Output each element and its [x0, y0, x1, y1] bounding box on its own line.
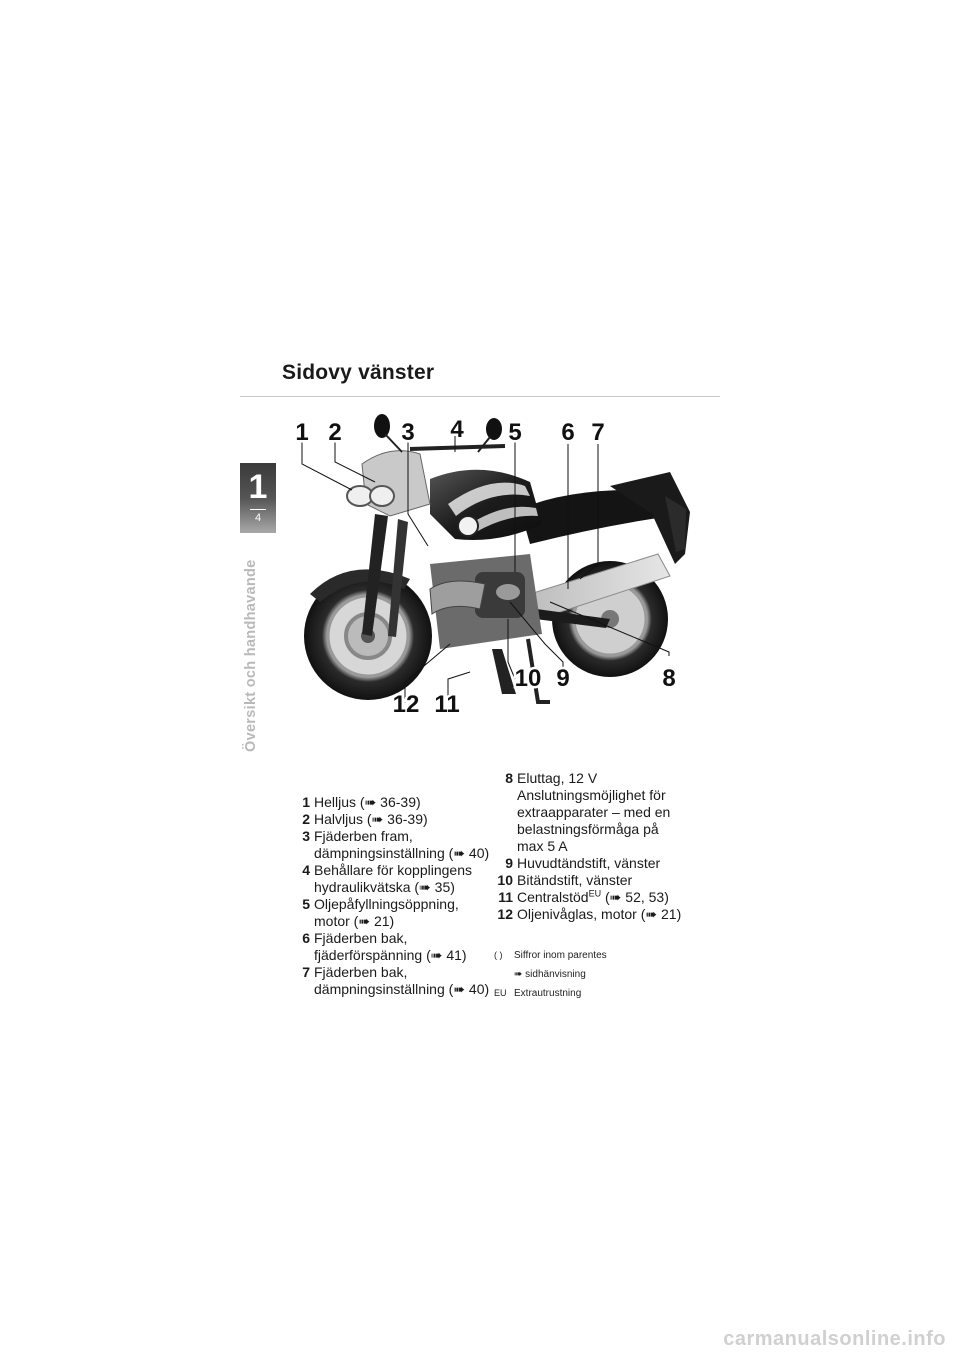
- legend-right: 8 Eluttag, 12 V Anslutningsmöjlighet för…: [483, 770, 681, 923]
- legend-text: Behållare för kopplingens: [314, 862, 472, 878]
- legend-text: Anslutningsmöjlighet för: [517, 787, 666, 803]
- legend-text: Huvudtändstift, vänster: [517, 855, 661, 871]
- legend-text: Helljus (➠ 36-39): [314, 794, 421, 810]
- callout-9: 9: [556, 665, 569, 692]
- legend-text-main: Centralstöd: [517, 889, 589, 905]
- chapter-tab-divider: [250, 509, 266, 510]
- legend-item: 10 Bitändstift, vänster: [483, 872, 681, 889]
- motorcycle-photo: 1 2 3 4 5 6 7 8 9 10 11 12: [293, 414, 690, 721]
- legend-text-rest: (➠ 52, 53): [601, 889, 669, 905]
- legend-number: 3: [302, 828, 310, 844]
- callout-3: 3: [401, 419, 414, 446]
- legend-item: 4 Behållare för kopplingens hydraulikvät…: [280, 862, 489, 896]
- page-title: Sidovy vänster: [282, 361, 435, 384]
- legend-superscript: EU: [588, 888, 602, 899]
- legend-text: Fjäderben bak,: [314, 930, 408, 946]
- legend-text: dämpningsinställning (➠ 40): [314, 981, 490, 997]
- callout-4: 4: [450, 416, 464, 443]
- legend-text: Fjäderben bak,: [314, 964, 408, 980]
- legend-text: max 5 A: [517, 838, 568, 854]
- legend-text: motor (➠ 21): [314, 913, 395, 929]
- title-divider: [240, 396, 720, 397]
- legend-text: Bitändstift, vänster: [517, 872, 633, 888]
- callout-11: 11: [434, 691, 459, 718]
- site-watermark: carmanualsonline.info: [723, 1328, 946, 1350]
- legend-item: 5 Oljepåfyllningsöppning, motor (➠ 21): [280, 896, 489, 930]
- legend-item: 6 Fjäderben bak, fjäderförspänning (➠ 41…: [280, 930, 489, 964]
- legend-text: extraapparater – med en: [517, 804, 671, 820]
- callout-7: 7: [591, 419, 604, 446]
- legend-item: 11 CentralstödEU (➠ 52, 53): [483, 889, 681, 906]
- legend-number: 5: [302, 896, 310, 912]
- legend-number: 6: [302, 930, 310, 946]
- legend-text: Oljenivåglas, motor (➠ 21): [517, 906, 682, 922]
- chapter-number: 1: [248, 468, 268, 506]
- callout-10: 10: [515, 665, 542, 692]
- note-symbol: EU: [494, 988, 507, 998]
- legend-item: 9 Huvudtändstift, vänster: [483, 855, 681, 872]
- note-text: Extrautrustning: [514, 988, 582, 999]
- legend-number: 10: [497, 872, 513, 888]
- note-text: ➠ sidhänvisning: [514, 969, 586, 980]
- page-number: 4: [254, 512, 262, 524]
- callout-5: 5: [508, 419, 521, 446]
- legend-number: 9: [505, 855, 513, 871]
- note-symbol: ( ): [494, 950, 503, 960]
- legend-number: 11: [498, 889, 513, 905]
- callout-leader-lines: [301, 432, 670, 703]
- legend-text: CentralstödEU (➠ 52, 53): [517, 889, 681, 906]
- legend-text: hydraulikvätska (➠ 35): [314, 879, 455, 895]
- callout-1: 1: [295, 419, 308, 446]
- legend-number: 2: [302, 811, 310, 827]
- legend-item: 8 Eluttag, 12 V Anslutningsmöjlighet för…: [483, 770, 681, 855]
- legend-text: Halvljus (➠ 36-39): [314, 811, 428, 827]
- legend-item: 3 Fjäderben fram, dämpningsinställning (…: [280, 828, 489, 862]
- callout-2: 2: [328, 419, 341, 446]
- legend-item: 1 Helljus (➠ 36-39): [280, 794, 489, 811]
- legend-number: 7: [302, 964, 310, 980]
- note-text: Siffror inom parentes: [514, 950, 607, 961]
- legend-number: 12: [497, 906, 513, 922]
- legend-item: 7 Fjäderben bak, dämpningsinställning (➠…: [280, 964, 489, 998]
- chapter-tab: 1 4: [240, 463, 276, 533]
- chapter-side-label: Översikt och handhavande: [243, 559, 259, 752]
- legend-number: 8: [505, 770, 513, 786]
- callout-8: 8: [662, 665, 675, 692]
- legend-text: fjäderförspänning (➠ 41): [314, 947, 467, 963]
- legend-text: Eluttag, 12 V: [517, 770, 598, 786]
- legend-item: 2 Halvljus (➠ 36-39): [280, 811, 489, 828]
- legend-number: 4: [302, 862, 310, 878]
- legend-text: belastningsförmåga på: [517, 821, 659, 837]
- legend-text: dämpningsinställning (➠ 40): [314, 845, 490, 861]
- legend-text: Oljepåfyllningsöppning,: [314, 896, 459, 912]
- callout-6: 6: [561, 419, 574, 446]
- legend-number: 1: [302, 794, 310, 810]
- legend-item: 12 Oljenivåglas, motor (➠ 21): [483, 906, 681, 923]
- legend-text: Fjäderben fram,: [314, 828, 413, 844]
- legend-left: 1 Helljus (➠ 36-39) 2 Halvljus (➠ 36-39)…: [280, 794, 489, 998]
- callout-12: 12: [393, 691, 420, 718]
